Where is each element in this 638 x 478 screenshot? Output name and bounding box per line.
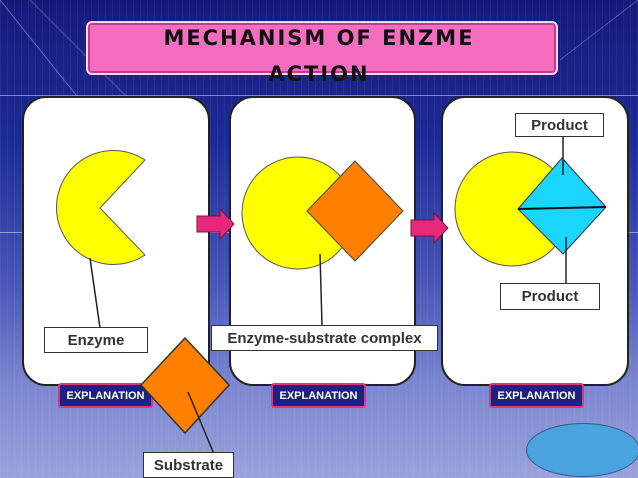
product-label-bottom: Product (500, 283, 600, 310)
background-line (0, 95, 638, 96)
explanation-button-2[interactable]: EXPLANATION (271, 383, 366, 408)
title-banner (86, 21, 558, 75)
explanation-button-1[interactable]: EXPLANATION (58, 383, 153, 408)
title-line-2: ACTION (268, 62, 370, 86)
arrow-right-icon (196, 208, 235, 240)
complex-label: Enzyme-substrate complex (211, 325, 438, 351)
arrow-right-icon (410, 212, 449, 244)
title-line-1: MECHANISM OF ENZME (163, 26, 475, 50)
product-label-top: Product (515, 113, 604, 137)
explanation-button-3[interactable]: EXPLANATION (489, 383, 584, 408)
enzyme-label: Enzyme (44, 327, 148, 353)
oval-button[interactable] (526, 423, 638, 477)
substrate-label: Substrate (143, 452, 234, 478)
